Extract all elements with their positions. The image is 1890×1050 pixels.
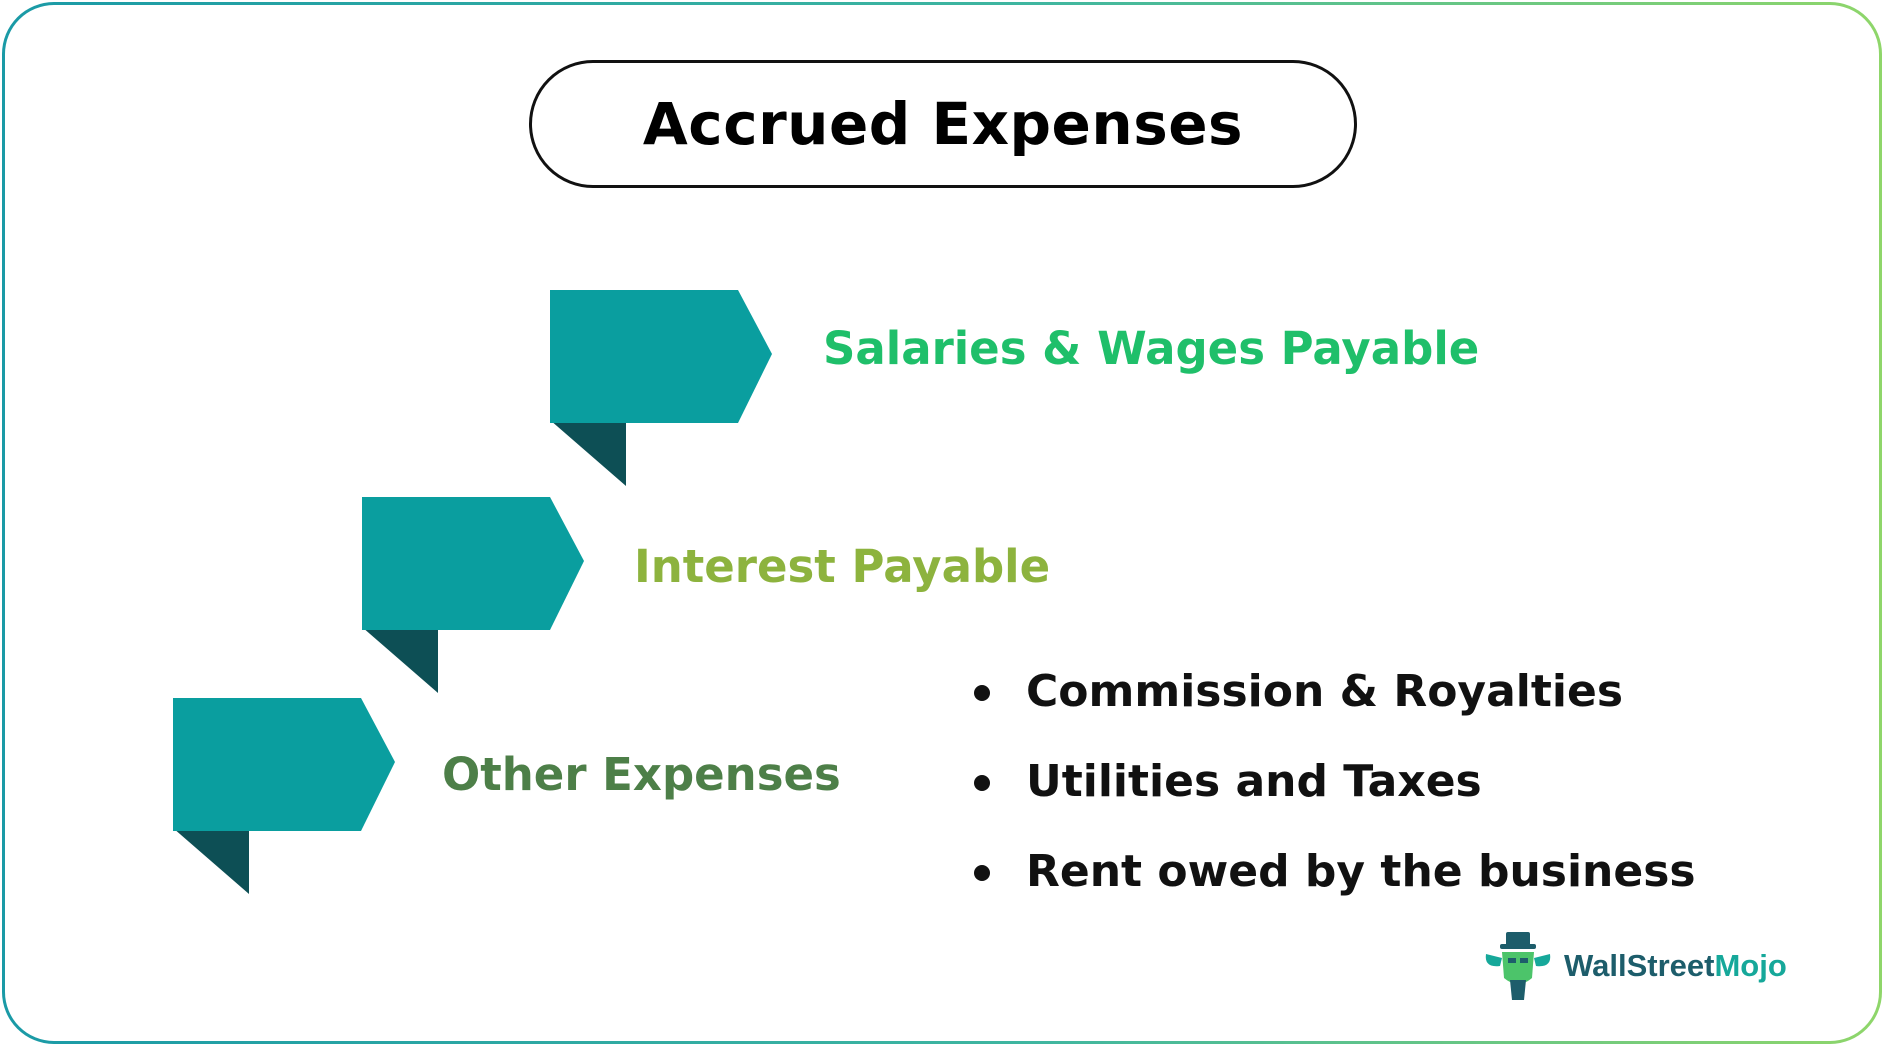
- ribbon-marker-salaries: [550, 290, 772, 486]
- item-label-other: Other Expenses: [442, 748, 841, 801]
- list-item: Commission & Royalties: [970, 660, 1696, 750]
- ribbon-face: [362, 497, 584, 630]
- ribbon-face: [550, 290, 772, 423]
- ribbon-fold: [362, 627, 438, 693]
- list-item-text: Rent owed by the business: [1026, 846, 1696, 897]
- ribbon-marker-interest: [362, 497, 584, 693]
- ribbon-fold: [550, 420, 626, 486]
- brand-logo: WallStreetMojo: [1480, 928, 1787, 1004]
- title-pill: Accrued Expenses: [529, 60, 1357, 188]
- ribbon-face: [173, 698, 395, 831]
- brand-wordmark-part1: WallStreet: [1564, 948, 1715, 983]
- bullet-icon: [974, 775, 990, 791]
- list-item-text: Commission & Royalties: [1026, 666, 1624, 717]
- page-title: Accrued Expenses: [642, 90, 1244, 158]
- item-label-interest: Interest Payable: [634, 540, 1051, 593]
- bullet-icon: [974, 865, 990, 881]
- list-item: Utilities and Taxes: [970, 750, 1696, 840]
- bullet-icon: [974, 685, 990, 701]
- ribbon-marker-other: [173, 698, 395, 894]
- brand-wordmark-part2: Mojo: [1714, 948, 1787, 983]
- ribbon-fold: [173, 828, 249, 894]
- other-expenses-list: Commission & Royalties Utilities and Tax…: [970, 660, 1696, 930]
- list-item: Rent owed by the business: [970, 840, 1696, 930]
- list-item-text: Utilities and Taxes: [1026, 756, 1482, 807]
- brand-wordmark: WallStreetMojo: [1564, 948, 1787, 984]
- item-label-salaries: Salaries & Wages Payable: [823, 322, 1480, 375]
- bull-mascot-icon: [1485, 932, 1551, 1000]
- canvas: [5, 5, 1879, 1041]
